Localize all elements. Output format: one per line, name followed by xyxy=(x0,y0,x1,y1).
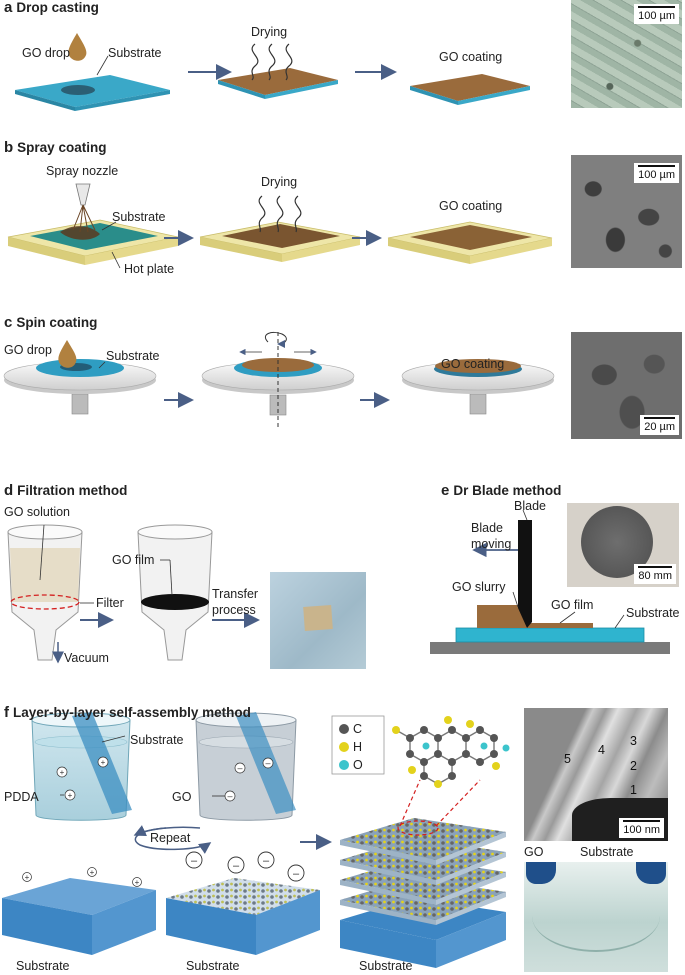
afm-label-4: 4 xyxy=(598,744,605,757)
label-filter: Filter xyxy=(96,597,124,610)
label-go-coating: GO coating xyxy=(441,358,504,371)
label-substrate-bottom-2: Substrate xyxy=(186,960,240,973)
afm-label-1: 1 xyxy=(630,784,637,797)
afm-label-3: 3 xyxy=(630,735,637,748)
label-go-solution: GO solution xyxy=(4,506,70,519)
label-go-film: GO film xyxy=(112,554,154,567)
svg-text:–: – xyxy=(293,868,300,880)
afm-label-substrate: Substrate xyxy=(580,846,634,859)
drop-casting-micrograph: 100 µm xyxy=(571,0,682,108)
label-transfer-process: Transfer process xyxy=(212,587,258,618)
scale-bar: 80 mm xyxy=(634,564,676,584)
label-substrate-bottom-3: Substrate xyxy=(359,960,413,973)
label-drying: Drying xyxy=(261,176,297,189)
label-go-drop: GO drop xyxy=(22,47,70,60)
label-spray-nozzle: Spray nozzle xyxy=(46,165,118,178)
legend-o: O xyxy=(353,759,363,772)
label-drying: Drying xyxy=(251,26,287,39)
legend-h: H xyxy=(353,741,362,754)
flexible-film-photo xyxy=(524,862,668,972)
scale-bar: 100 µm xyxy=(634,4,679,24)
label-go: GO xyxy=(172,791,191,804)
panel-b-graphics xyxy=(8,184,552,268)
afm-label-go: GO xyxy=(524,846,543,859)
label-go-film: GO film xyxy=(551,599,593,612)
afm-label-5: 5 xyxy=(564,753,571,766)
svg-text:–: – xyxy=(237,763,242,773)
svg-text:+: + xyxy=(101,758,106,767)
go-drop-icon xyxy=(68,33,86,61)
svg-text:+: + xyxy=(90,868,95,877)
transferred-film-photo xyxy=(270,572,366,669)
legend-c: C xyxy=(353,723,362,736)
spray-coating-micrograph: 100 µm xyxy=(571,155,682,268)
svg-text:+: + xyxy=(60,768,65,777)
panel-f-graphics: + + + – – – + + + xyxy=(2,712,510,968)
label-substrate: Substrate xyxy=(108,47,162,60)
label-substrate: Substrate xyxy=(130,734,184,747)
label-go-coating: GO coating xyxy=(439,51,502,64)
svg-text:–: – xyxy=(265,758,270,768)
svg-text:–: – xyxy=(263,855,270,867)
label-substrate: Substrate xyxy=(626,607,680,620)
go-molecule-icon xyxy=(392,716,510,788)
label-go-coating: GO coating xyxy=(439,200,502,213)
label-go-drop: GO drop xyxy=(4,344,52,357)
svg-text:–: – xyxy=(233,860,240,872)
svg-text:+: + xyxy=(25,873,30,882)
scale-bar: 100 µm xyxy=(634,163,679,183)
label-pdda: PDDA xyxy=(4,791,39,804)
afm-micrograph: 5 4 3 2 1 100 nm xyxy=(524,708,668,841)
svg-text:+: + xyxy=(68,791,73,800)
spin-coating-micrograph: 20 µm xyxy=(571,332,682,439)
label-go-slurry: GO slurry xyxy=(452,581,505,594)
label-hot-plate: Hot plate xyxy=(124,263,174,276)
svg-text:+: + xyxy=(135,878,140,887)
label-blade: Blade xyxy=(514,500,546,513)
label-repeat: Repeat xyxy=(150,832,190,845)
scale-bar: 20 µm xyxy=(640,415,679,435)
label-substrate-bottom-1: Substrate xyxy=(16,960,70,973)
panel-c-graphics xyxy=(4,332,554,430)
scale-bar: 100 nm xyxy=(619,818,664,838)
panel-a-graphics xyxy=(15,33,530,111)
label-vacuum: Vacuum xyxy=(64,652,109,665)
label-blade-moving: Blade moving xyxy=(471,521,511,552)
svg-text:–: – xyxy=(227,791,232,801)
go-drop-spot xyxy=(61,85,95,95)
label-substrate: Substrate xyxy=(112,211,166,224)
svg-text:–: – xyxy=(191,855,198,867)
afm-label-2: 2 xyxy=(630,760,637,773)
label-substrate: Substrate xyxy=(106,350,160,363)
spray-nozzle-icon xyxy=(76,184,90,205)
blade-icon xyxy=(518,520,532,628)
dr-blade-photo: 80 mm xyxy=(567,503,679,587)
go-film-disk xyxy=(141,594,209,610)
